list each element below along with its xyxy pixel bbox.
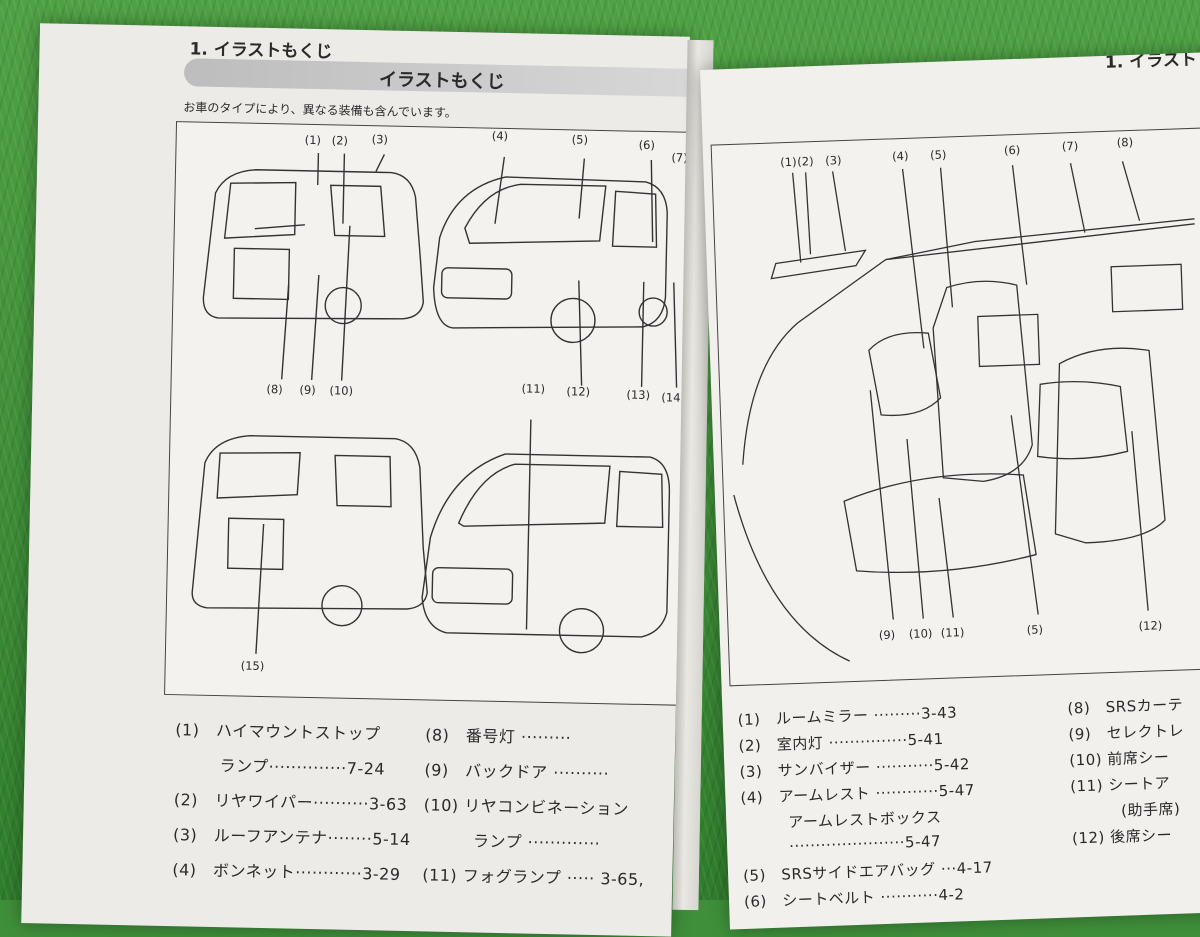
right-chapter-heading: 1. イラスト <box>1104 51 1198 73</box>
interior-callout-2: (2) <box>797 154 814 169</box>
item-3: (3) ルーフアンテナ········5-14 <box>172 825 411 850</box>
interior-callout-12: (12) <box>1138 618 1163 634</box>
callout-8: (8) <box>266 382 283 397</box>
interior-callout-8: (8) <box>1116 134 1134 150</box>
int-item-11: (11) シートア <box>1069 774 1171 796</box>
item-8: (8) 番号灯 ········· <box>425 725 572 748</box>
interior-callout-10: (10) <box>908 626 933 642</box>
int-item-2: (2) 室内灯 ···············5-41 <box>738 729 944 756</box>
int-item-1: (1) ルームミラー ·········3-43 <box>737 703 958 730</box>
int-item-4: (4) アームレスト ············5-47 <box>740 780 976 808</box>
item-2: (2) リヤワイパー··········3-63 <box>173 790 408 815</box>
note-text: お車のタイプにより、異なる装備も含んでいます。 <box>183 100 457 120</box>
interior-illustration: (1) (2) (3) (4) (5) (6) (7) (8) (9) (10)… <box>710 127 1200 687</box>
item-9: (9) バックドア ·········· <box>424 760 610 784</box>
int-item-8: (8) SRSカーテ <box>1067 695 1184 718</box>
interior-callout-7: (7) <box>1061 138 1079 154</box>
int-item-6: (6) シートベルト ···········4-2 <box>743 885 965 911</box>
callout-4: (4) <box>491 128 509 144</box>
int-item-4-cont: アームレストボックス <box>787 808 942 832</box>
callout-1: (1) <box>304 132 322 148</box>
int-item-5: (5) SRSサイドエアバッグ ···4-17 <box>742 858 994 885</box>
int-item-11-cont: (助手席) <box>1120 799 1181 820</box>
int-item-12: (12) 後席シー <box>1071 825 1173 848</box>
callout-10: (10) <box>329 383 354 398</box>
interior-callout-5: (5) <box>929 147 947 163</box>
right-page: 1. イラスト <box>700 51 1200 930</box>
int-item-10: (10) 前席シー <box>1069 748 1170 770</box>
interior-callout-9: (9) <box>878 627 896 643</box>
int-item-3: (3) サンバイザー ···········5-42 <box>739 755 971 782</box>
item-11: (11) フォグランプ ····· 3-65, <box>422 865 645 890</box>
callout-9: (9) <box>299 382 316 398</box>
car-drawings <box>191 153 678 654</box>
callout-2: (2) <box>331 133 349 148</box>
interior-callout-1: (1) <box>780 154 797 170</box>
callout-15: (15) <box>240 658 265 674</box>
callout-3: (3) <box>371 132 389 147</box>
callout-6: (6) <box>638 137 656 153</box>
interior-callout-4: (4) <box>891 148 909 164</box>
exterior-illustration: (1) (2) (3) (4) (5) (6) (7) (8) (9) (10)… <box>164 121 690 706</box>
int-item-4-page: ······················5-47 <box>788 832 942 856</box>
interior-drawing <box>733 161 1195 662</box>
callout-11: (11) <box>521 381 546 396</box>
left-page: 1. イラストもくじ イラストもくじ お車のタイプにより、異なる装備も含んでいま… <box>21 23 690 937</box>
callout-5: (5) <box>571 132 589 147</box>
interior-callout-11: (11) <box>940 625 965 640</box>
item-10-cont: ランプ ············· <box>472 831 601 854</box>
interior-callout-6: (6) <box>1003 142 1021 158</box>
callout-13: (13) <box>626 387 651 403</box>
page-title: イラストもくじ <box>378 69 505 93</box>
interior-callout-3: (3) <box>824 153 842 168</box>
item-10: (10) リヤコンビネーション <box>423 795 630 819</box>
interior-callout-5b: (5) <box>1026 622 1044 637</box>
item-4: (4) ボンネット············3-29 <box>172 860 401 884</box>
int-item-9: (9) セレクトレ <box>1068 721 1185 744</box>
callout-12: (12) <box>566 384 591 399</box>
item-1-cont: ランプ··············7-24 <box>219 756 386 779</box>
item-1: (1) ハイマウントストップ <box>175 720 381 744</box>
